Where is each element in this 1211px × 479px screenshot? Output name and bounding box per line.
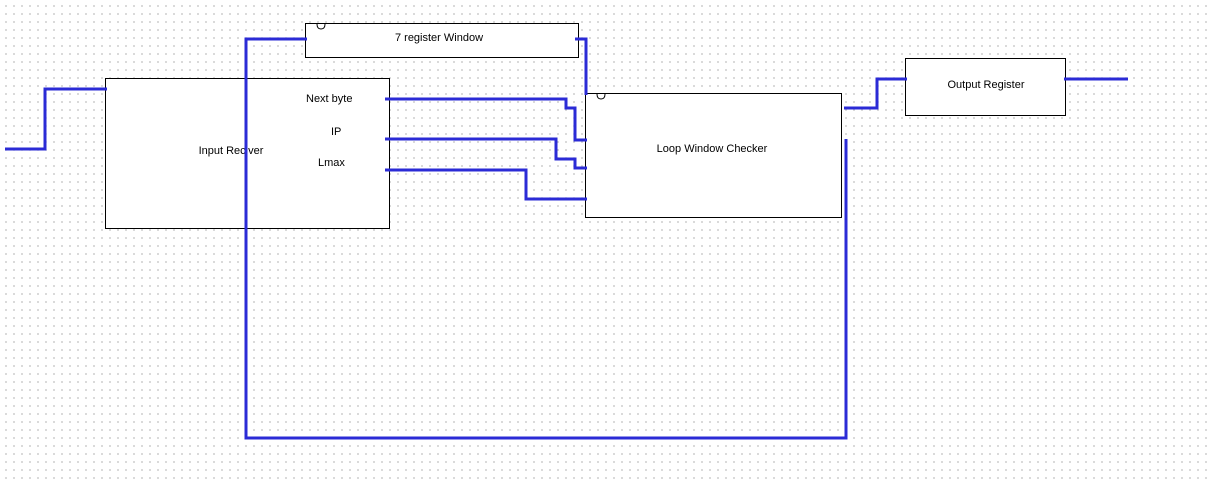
register-window-block[interactable]: 7 register Window — [305, 23, 579, 58]
feedback-loop-wire[interactable] — [244, 37, 848, 440]
ip-port-label: IP — [331, 126, 342, 138]
input-receiver-title: Input Reciver — [198, 145, 264, 157]
checker-to-output-wire[interactable] — [844, 77, 907, 110]
register-window-title: 7 register Window — [394, 32, 484, 44]
lmax-wire[interactable] — [385, 168, 587, 201]
register-window-output-wire[interactable] — [575, 37, 588, 95]
lmax-port-label: Lmax — [318, 157, 345, 169]
output-register-title: Output Register — [947, 79, 1025, 91]
loop-window-checker-block[interactable]: Loop Window Checker — [585, 93, 842, 218]
input-wire[interactable] — [5, 87, 107, 151]
ip-wire[interactable] — [385, 137, 587, 170]
inversion-mark-icon — [596, 94, 606, 100]
inversion-mark-icon — [316, 24, 326, 30]
next-byte-wire[interactable] — [385, 97, 587, 142]
output-register-block[interactable]: Output Register — [905, 58, 1066, 116]
next-byte-port-label: Next byte — [306, 93, 353, 105]
loop-window-checker-title: Loop Window Checker — [656, 143, 768, 155]
